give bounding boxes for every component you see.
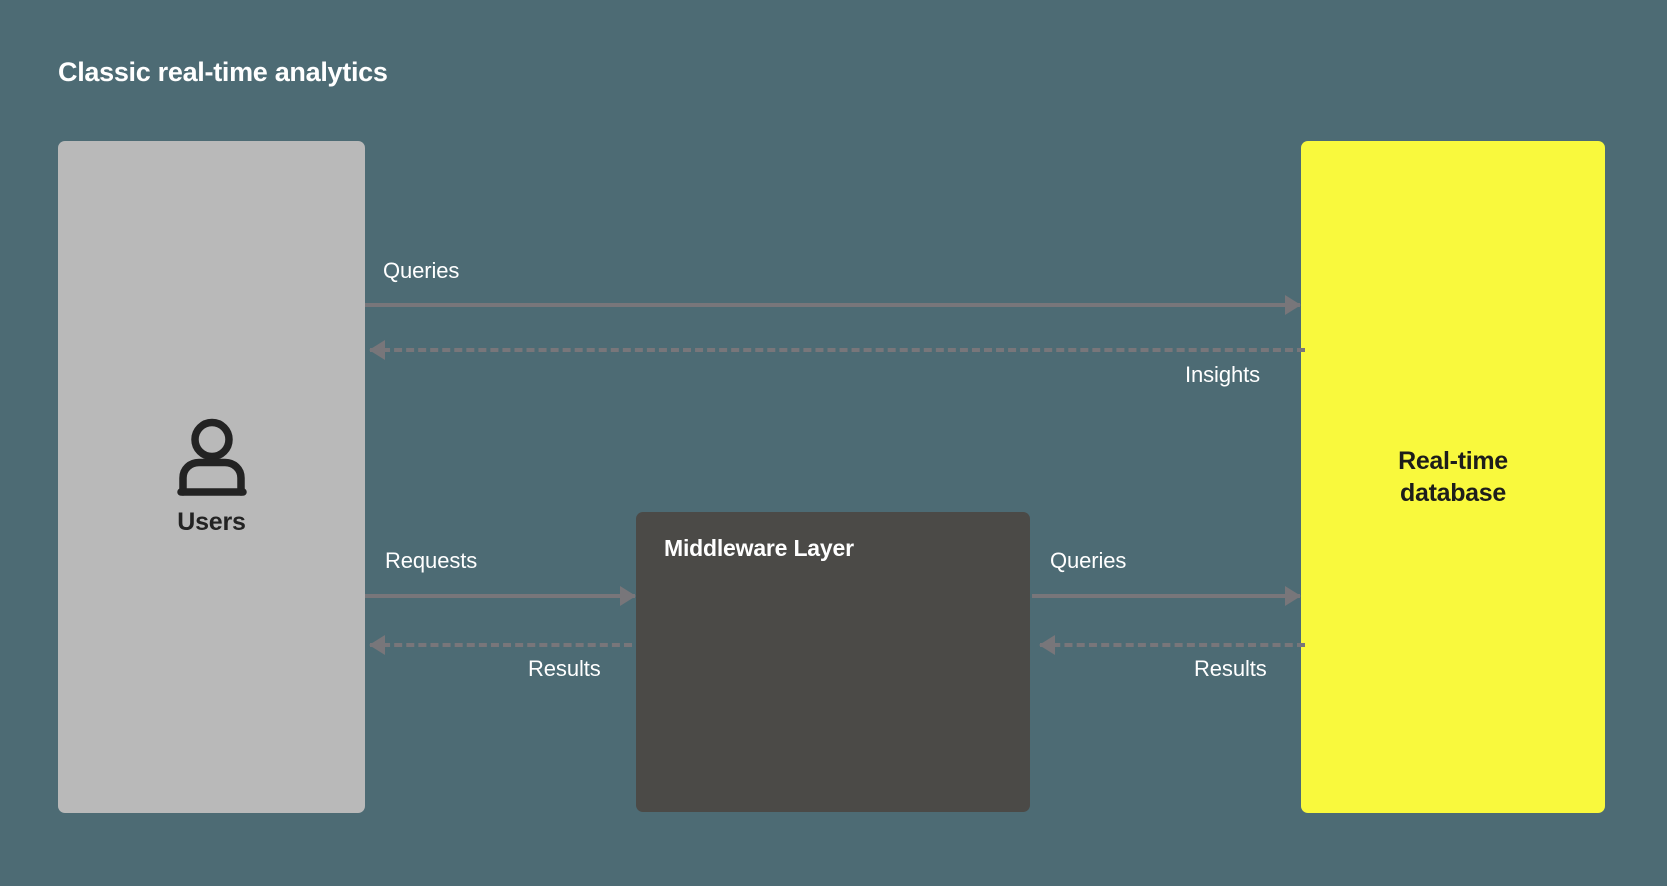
arrowhead-right-icon bbox=[1285, 295, 1301, 315]
page-title: Classic real-time analytics bbox=[58, 57, 388, 87]
node-users[interactable]: Users bbox=[58, 141, 365, 813]
user-icon bbox=[175, 418, 249, 496]
node-database-label-line1: Real-time bbox=[1398, 447, 1508, 475]
arrowhead-left-icon bbox=[369, 340, 385, 360]
edge-label-results-database-middleware: Results bbox=[1194, 656, 1267, 681]
node-database-label: Real-time database bbox=[1398, 445, 1508, 509]
edge-label-queries-users-database: Queries bbox=[383, 258, 460, 283]
node-database-label-line2: database bbox=[1400, 479, 1506, 507]
arrowhead-right-icon bbox=[1285, 586, 1301, 606]
edge-label-queries-middleware-database: Queries bbox=[1050, 548, 1127, 573]
node-middleware-layer[interactable]: Middleware Layer bbox=[636, 512, 1030, 812]
edge-line bbox=[365, 594, 635, 598]
edge-label-requests: Requests bbox=[385, 548, 478, 573]
edge-label-results-middleware-users: Results bbox=[528, 656, 601, 681]
arrowhead-left-icon bbox=[369, 635, 385, 655]
node-realtime-database[interactable]: Real-time database bbox=[1301, 141, 1605, 813]
edge-line bbox=[1032, 594, 1300, 598]
node-middleware-label: Middleware Layer bbox=[664, 535, 854, 561]
arrowhead-left-icon bbox=[1039, 635, 1055, 655]
edge-line bbox=[1040, 643, 1305, 647]
edge-line bbox=[370, 348, 1305, 352]
edge-line bbox=[365, 303, 1300, 307]
arrowhead-right-icon bbox=[620, 586, 636, 606]
edge-label-insights: Insights bbox=[1185, 362, 1261, 387]
node-users-label: Users bbox=[177, 507, 246, 536]
edge-line bbox=[370, 643, 632, 647]
